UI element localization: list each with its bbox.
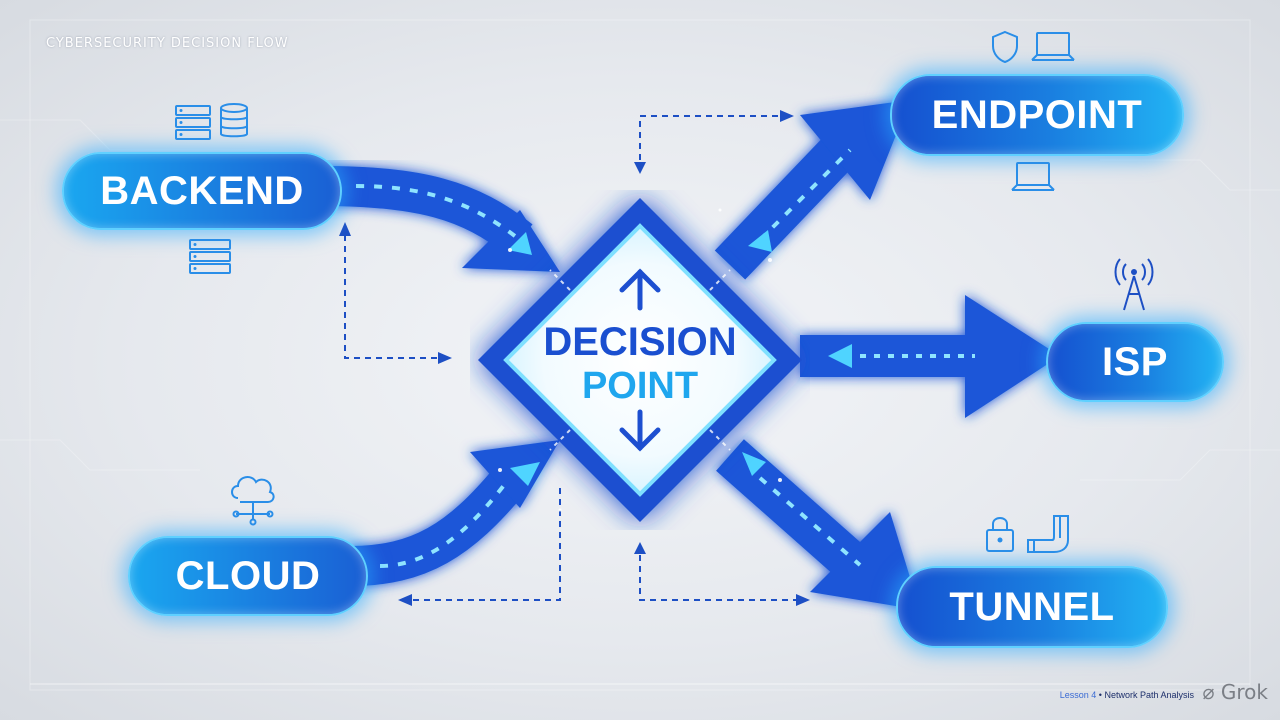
footer-caption: Lesson 4 • Network Path Analysis bbox=[1060, 690, 1194, 700]
diagram-title: CYBERSECURITY DECISION FLOW bbox=[46, 36, 289, 51]
node-isp[interactable]: ISP bbox=[1046, 322, 1224, 402]
node-cloud[interactable]: CLOUD bbox=[128, 536, 368, 616]
node-backend-label: BACKEND bbox=[100, 168, 304, 213]
lock-icon bbox=[986, 517, 1014, 552]
arrow-center-to-tunnel bbox=[716, 439, 920, 610]
arrow-backend-to-center bbox=[319, 166, 560, 272]
decision-point-label: DECISION POINT bbox=[540, 320, 740, 408]
node-isp-label: ISP bbox=[1102, 339, 1168, 384]
grok-logo-icon: ⌀ bbox=[1202, 680, 1215, 704]
decision-label-line2: POINT bbox=[581, 365, 699, 407]
database-icon bbox=[220, 103, 248, 138]
arrow-center-to-isp bbox=[800, 295, 1060, 418]
footer-separator: • bbox=[1098, 690, 1102, 700]
footer-lesson: Lesson 4 bbox=[1059, 690, 1097, 700]
footer-topic: Network Path Analysis bbox=[1104, 690, 1194, 700]
server-rack-icon bbox=[175, 105, 211, 140]
laptop-icon bbox=[1011, 162, 1055, 191]
up-arrow-icon bbox=[619, 268, 661, 311]
node-backend[interactable]: BACKEND bbox=[62, 152, 342, 230]
node-endpoint[interactable]: ENDPOINT bbox=[890, 74, 1184, 156]
watermark-logo: ⌀ Grok bbox=[1202, 680, 1268, 704]
pipe-icon bbox=[1027, 515, 1069, 553]
shield-icon bbox=[992, 30, 1018, 64]
node-tunnel-label: TUNNEL bbox=[949, 584, 1115, 629]
cloud-network-icon bbox=[231, 476, 275, 526]
server-icon bbox=[189, 239, 231, 274]
arrow-center-to-endpoint bbox=[714, 100, 910, 280]
down-arrow-icon bbox=[619, 409, 661, 452]
watermark-text: Grok bbox=[1220, 680, 1268, 704]
node-cloud-label: CLOUD bbox=[175, 553, 321, 598]
node-endpoint-label: ENDPOINT bbox=[931, 92, 1143, 137]
decision-diamond bbox=[478, 198, 802, 522]
node-tunnel[interactable]: TUNNEL bbox=[896, 566, 1168, 648]
laptop-icon bbox=[1031, 32, 1075, 61]
antenna-tower-icon bbox=[1114, 258, 1154, 311]
dashed-feedback-lines bbox=[344, 115, 800, 601]
arrow-cloud-to-center bbox=[349, 440, 560, 586]
decision-label-line1: DECISION bbox=[543, 320, 737, 364]
dashed-arrowheads bbox=[339, 110, 810, 606]
